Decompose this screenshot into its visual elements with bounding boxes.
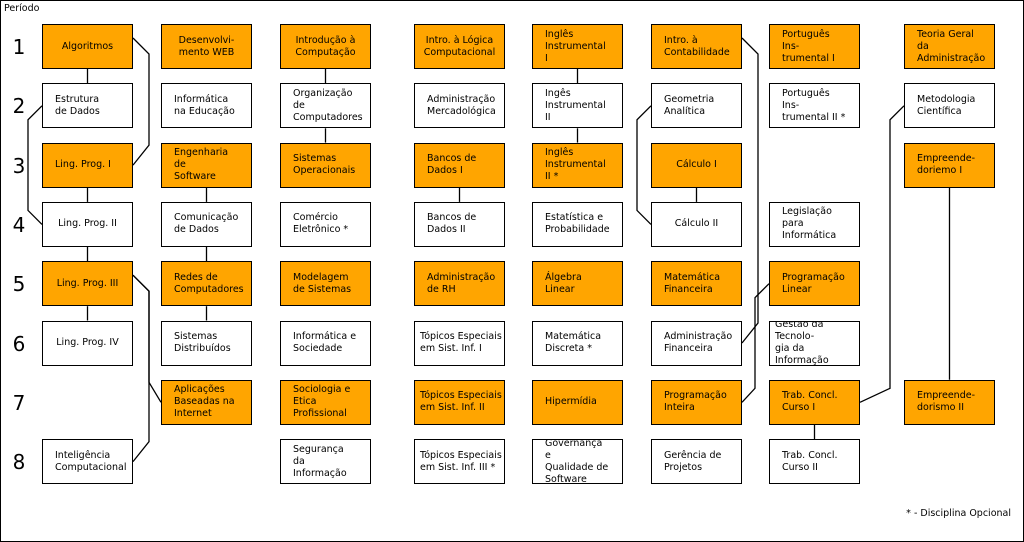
course-box-c3p5: Modelagem de Sistemas xyxy=(280,261,371,307)
course-box-c6p2: Geometria Analítica xyxy=(651,83,742,129)
course-box-c5p1: Inglês Instrumental I xyxy=(532,24,623,69)
course-box-c4p7: Tópicos Especiais em Sist. Inf. II xyxy=(414,379,505,425)
link-c1p2-c1p4 xyxy=(27,105,43,225)
course-box-c3p2: Organização de Computadores xyxy=(280,83,371,129)
course-box-c6p6: Administração Financeira xyxy=(651,320,742,366)
course-box-c3p6: Informática e Sociedade xyxy=(280,320,371,366)
course-box-c4p2: Administração Mercadológica xyxy=(414,83,505,129)
period-number-6: 6 xyxy=(12,331,26,356)
link-c1p5-c2p7 xyxy=(132,274,162,403)
period-number-4: 4 xyxy=(12,212,26,237)
course-box-c8p1: Teoria Geral da Administração xyxy=(904,24,995,69)
course-box-c1p1: Algoritmos xyxy=(42,24,133,69)
course-box-c2p6: Sistemas Distribuídos xyxy=(161,320,252,366)
course-box-c5p4: Estatística e Probabilidade xyxy=(532,201,623,247)
course-box-c4p4: Bancos de Dados II xyxy=(414,201,505,247)
course-box-c7p2: Português Ins- trumental II * xyxy=(769,83,860,129)
course-box-c2p2: Informática na Educação xyxy=(161,83,252,129)
period-number-7: 7 xyxy=(12,390,26,415)
course-box-c7p1: Português Ins- trumental I xyxy=(769,24,860,69)
course-box-c3p4: Comércio Eletrônico * xyxy=(280,201,371,247)
course-box-c6p7: Programação Inteira xyxy=(651,379,742,425)
course-box-c5p8: Governança e Qualidade de Software xyxy=(532,439,623,485)
course-box-c8p2: Metodologia Científica xyxy=(904,83,995,129)
course-box-c1p4: Ling. Prog. II xyxy=(42,201,133,247)
course-box-c4p6: Tópicos Especiais em Sist. Inf. I xyxy=(414,320,505,366)
course-box-c5p5: Álgebra Linear xyxy=(532,261,623,307)
course-box-c7p7: Trab. Concl. Curso I xyxy=(769,379,860,425)
course-box-c2p1: Desenvolvi- mento WEB xyxy=(161,24,252,69)
link-c8p2-c7p7 xyxy=(859,105,905,403)
course-box-c3p3: Sistemas Operacionais xyxy=(280,142,371,188)
course-box-c7p5: Programação Linear xyxy=(769,261,860,307)
course-box-c4p1: Intro. à Lógica Computacional xyxy=(414,24,505,69)
course-box-c1p2: Estrutura de Dados xyxy=(42,83,133,129)
period-number-3: 3 xyxy=(12,153,26,178)
course-box-c7p8: Trab. Concl. Curso II xyxy=(769,439,860,485)
course-box-c1p5: Ling. Prog. III xyxy=(42,261,133,307)
course-box-c5p2: Ingês Instrumental II xyxy=(532,83,623,129)
course-box-c4p5: Administração de RH xyxy=(414,261,505,307)
period-number-1: 1 xyxy=(12,35,26,59)
course-box-c1p3: Ling. Prog. I xyxy=(42,142,133,188)
course-box-c2p7: Aplicações Baseadas na Internet xyxy=(161,379,252,425)
course-box-c6p5: Matemática Financeira xyxy=(651,261,742,307)
course-box-c6p4: Cálculo II xyxy=(651,201,742,247)
link-c6p2-c6p4 xyxy=(636,105,652,225)
course-box-c4p3: Bancos de Dados I xyxy=(414,142,505,188)
course-box-c5p7: Hipermídia xyxy=(532,379,623,425)
course-box-c3p7: Sociologia e Etica Profissional xyxy=(280,379,371,425)
course-box-c6p8: Gerência de Projetos xyxy=(651,439,742,485)
course-box-c1p6: Ling. Prog. IV xyxy=(42,320,133,366)
course-box-c6p3: Cálculo I xyxy=(651,142,742,188)
link-c7p5-c6p7 xyxy=(741,283,770,403)
course-box-c2p3: Engenharia de Software xyxy=(161,142,252,188)
course-box-c6p1: Intro. à Contabilidade xyxy=(651,24,742,69)
link-c1p1-c1p3 xyxy=(132,37,150,166)
period-number-8: 8 xyxy=(12,450,26,475)
course-box-c2p4: Comunicação de Dados xyxy=(161,201,252,247)
link-c6p1-c6p6 xyxy=(741,37,759,344)
course-box-c5p6: Matemática Discreta * xyxy=(532,320,623,366)
course-box-c4p8: Tópicos Especiais em Sist. Inf. III * xyxy=(414,439,505,485)
link-c1p5-c1p8 xyxy=(132,274,150,463)
course-box-c3p8: Segurança da Informação xyxy=(280,439,371,485)
period-number-2: 2 xyxy=(12,94,26,119)
course-box-c7p4: Legislação para Informática xyxy=(769,201,860,247)
course-box-c1p8: Inteligência Computacional xyxy=(42,439,133,485)
course-box-c7p6: Gestão da Tecnolo- gia da Informação xyxy=(769,320,860,366)
course-box-c8p3: Empreende- doriemo I xyxy=(904,142,995,188)
legend: * - Disciplina Opcional xyxy=(906,508,1011,519)
course-box-c8p7: Empreende- dorismo II xyxy=(904,379,995,425)
course-box-c5p3: Inglês Instrumental II * xyxy=(532,142,623,188)
course-box-c2p5: Redes de Computadores xyxy=(161,261,252,307)
period-axis-title: Período xyxy=(4,3,40,14)
period-number-5: 5 xyxy=(12,272,26,297)
course-box-c3p1: Introdução à Computação xyxy=(280,24,371,69)
